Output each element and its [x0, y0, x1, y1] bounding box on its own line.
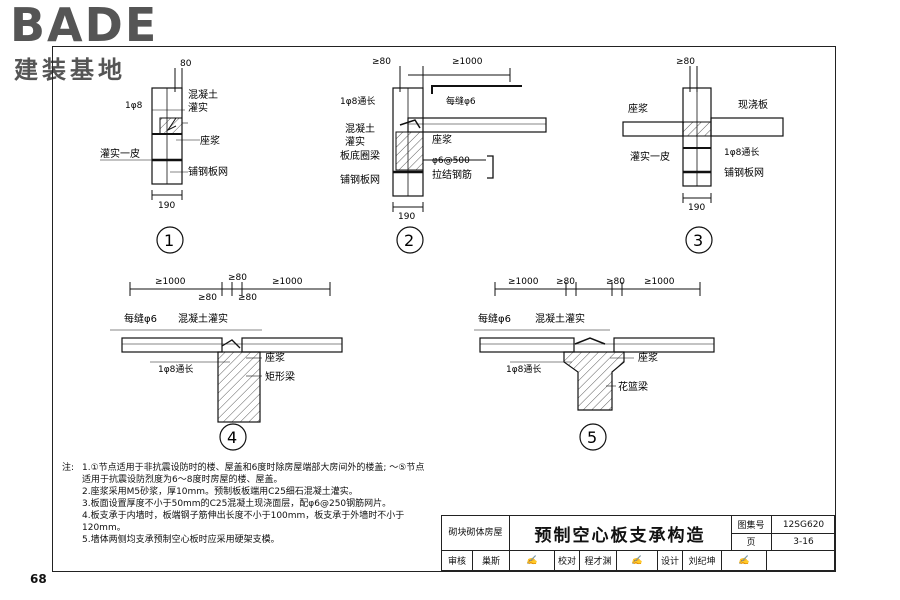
detail-4: ≥1000 ≥80 ≥1000 ≥80 ≥80 每缝φ6 混凝土灌实 1φ8通长… — [110, 273, 343, 451]
designer-name: 刘纪坤 — [683, 550, 722, 571]
d5-dim-b: ≥80 — [556, 277, 575, 287]
d2-label-tie-bar: 拉结钢筋 — [432, 168, 472, 181]
d5-dim-a: ≥1000 — [508, 277, 539, 287]
logo-brand: BADE — [10, 0, 159, 52]
d2-dim-bottom: 190 — [398, 212, 415, 222]
d4-label-beam: 矩形梁 — [265, 370, 295, 383]
d5-slab-left — [479, 337, 575, 353]
d2-label-concrete-1: 混凝土 — [345, 122, 375, 135]
d3-number: 3 — [693, 231, 703, 250]
d1-label-bar: 1φ8 — [125, 101, 143, 111]
d1-number: 1 — [164, 231, 174, 250]
design-label: 设计 — [658, 550, 683, 571]
note-item: 5.墙体两侧均支承预制空心板时应采用硬架支模。 — [82, 535, 280, 545]
note-item: 3.板面设置厚度不小于50mm的C25混凝土现浇面层，配φ6@250钢筋网片。 — [82, 499, 392, 509]
notes-block: 注: 1.①节点适用于非抗震设防时的楼、屋盖和6度时除房屋端部大房间外的楼盖; … — [62, 462, 432, 546]
d4-dim-a: ≥1000 — [155, 277, 186, 287]
d3-label-cast: 现浇板 — [738, 98, 768, 111]
designer-signature: ✍ — [722, 550, 767, 571]
d5-number: 5 — [587, 428, 597, 447]
d4-label-concrete: 混凝土灌实 — [178, 312, 228, 325]
d3-label-mortar: 座浆 — [628, 102, 648, 115]
title-block: 砌块砌体房屋 预制空心板支承构造 图集号 12SG620 页 3-16 审核 巢… — [441, 515, 836, 571]
d2-label-concrete-2: 灌实 — [345, 135, 365, 148]
d2-dim-top-a: ≥80 — [372, 57, 391, 67]
d5-label-beam: 花篮梁 — [618, 380, 648, 393]
detail-5: ≥1000 ≥80 ≥80 ≥1000 每缝φ6 混凝土灌实 1φ8通长 座浆 … — [474, 277, 715, 451]
d2-label-per-seam: 每缝φ6 — [446, 95, 476, 107]
detail-1: 80 190 1φ8 混凝土 灌实 座浆 灌实一皮 铺钢板网 1 — [100, 59, 228, 254]
detail-3: ≥80 190 座浆 现浇板 灌实一皮 1φ8通长 铺钢板网 3 — [622, 57, 784, 254]
d1-label-concrete-1: 混凝土 — [188, 88, 218, 101]
d5-dim-c: ≥80 — [606, 277, 625, 287]
d2-number: 2 — [404, 231, 414, 250]
d1-label-grout: 灌实一皮 — [100, 147, 140, 160]
title-block-category: 砌块砌体房屋 — [442, 516, 510, 550]
d5-label-bar: 1φ8通长 — [506, 363, 541, 375]
page-label: 页 — [731, 533, 772, 550]
d1-dim-top: 80 — [180, 59, 192, 69]
d4-rect-beam — [217, 351, 261, 423]
d2-ring-beam — [395, 131, 424, 171]
checker-signature: ✍ — [617, 550, 658, 571]
d3-dim-top: ≥80 — [676, 57, 695, 67]
d1-label-concrete-2: 灌实 — [188, 101, 208, 114]
d4-dim-b: ≥80 — [228, 273, 247, 283]
drawing-frame — [52, 46, 836, 572]
note-item: 4.板支承于内墙时，板端钢子筋伸出长度不小于100mm，板支承于外墙时不小于12… — [82, 511, 405, 533]
d3-slab-left — [622, 121, 684, 137]
d3-label-grout: 灌实一皮 — [630, 150, 670, 163]
d2-label-tie: φ6@500 — [432, 156, 470, 166]
notes-lead: 注: — [62, 463, 75, 473]
d5-slab-right — [613, 337, 715, 353]
bade-logo: BADE 建装基地 — [8, 0, 188, 84]
detail-2: ≥80 ≥1000 190 1φ8通长 每缝φ6 混凝土 灌实 板底圈梁 座浆 … — [340, 57, 547, 254]
d3-cast-slab — [710, 117, 784, 137]
atlas-no: 12SG620 — [771, 516, 836, 534]
d1-dim-bottom: 190 — [158, 201, 175, 211]
d2-label-ring-beam: 板底圈梁 — [340, 149, 380, 162]
d3-label-mesh: 铺钢板网 — [724, 166, 764, 179]
d4-number: 4 — [227, 428, 237, 447]
title-block-spacer — [767, 550, 834, 571]
d5-flower-basket-beam — [563, 351, 625, 411]
d4-label-per-seam: 每缝φ6 — [124, 312, 157, 325]
d3-dim-bottom: 190 — [688, 203, 705, 213]
d5-label-mortar: 座浆 — [638, 351, 658, 364]
d3-label-bar: 1φ8通长 — [724, 146, 759, 158]
d4-dim-d: ≥80 — [198, 293, 217, 303]
d2-slab — [407, 117, 547, 133]
d4-label-bar: 1φ8通长 — [158, 363, 193, 375]
review-label: 审核 — [442, 550, 473, 571]
d5-dim-d: ≥1000 — [644, 277, 675, 287]
d4-label-mortar: 座浆 — [265, 351, 285, 364]
d4-dim-e: ≥80 — [238, 293, 257, 303]
d1-label-mesh: 铺钢板网 — [188, 165, 228, 178]
page-no: 3-16 — [793, 536, 814, 547]
d4-slab-left — [121, 337, 223, 353]
d5-label-concrete: 混凝土灌实 — [535, 312, 585, 325]
d2-label-mortar: 座浆 — [432, 133, 452, 146]
d5-label-per-seam: 每缝φ6 — [478, 312, 511, 325]
d2-label-bar: 1φ8通长 — [340, 95, 375, 107]
d2-label-mesh: 铺钢板网 — [340, 173, 380, 186]
page-number: 68 — [30, 572, 47, 586]
d4-slab-right — [241, 337, 343, 353]
reviewer-name: 巢斯 — [473, 550, 510, 571]
checker-name: 程才渊 — [580, 550, 617, 571]
d2-dim-top-b: ≥1000 — [452, 57, 483, 67]
d1-label-mortar: 座浆 — [200, 134, 220, 147]
d4-dim-c: ≥1000 — [272, 277, 303, 287]
reviewer-signature: ✍ — [510, 550, 555, 571]
note-item: 2.座浆采用M5砂浆，厚10mm。预制板板端用C25细石混凝土灌实。 — [82, 487, 358, 497]
logo-subtitle: 建装基地 — [14, 56, 126, 84]
drawing-title: 预制空心板支承构造 — [509, 516, 732, 550]
atlas-no-label: 图集号 — [731, 516, 772, 534]
check-label: 校对 — [555, 550, 580, 571]
note-item: 1.①节点适用于非抗震设防时的楼、屋盖和6度时除房屋端部大房间外的楼盖; ～⑤节… — [82, 463, 425, 485]
